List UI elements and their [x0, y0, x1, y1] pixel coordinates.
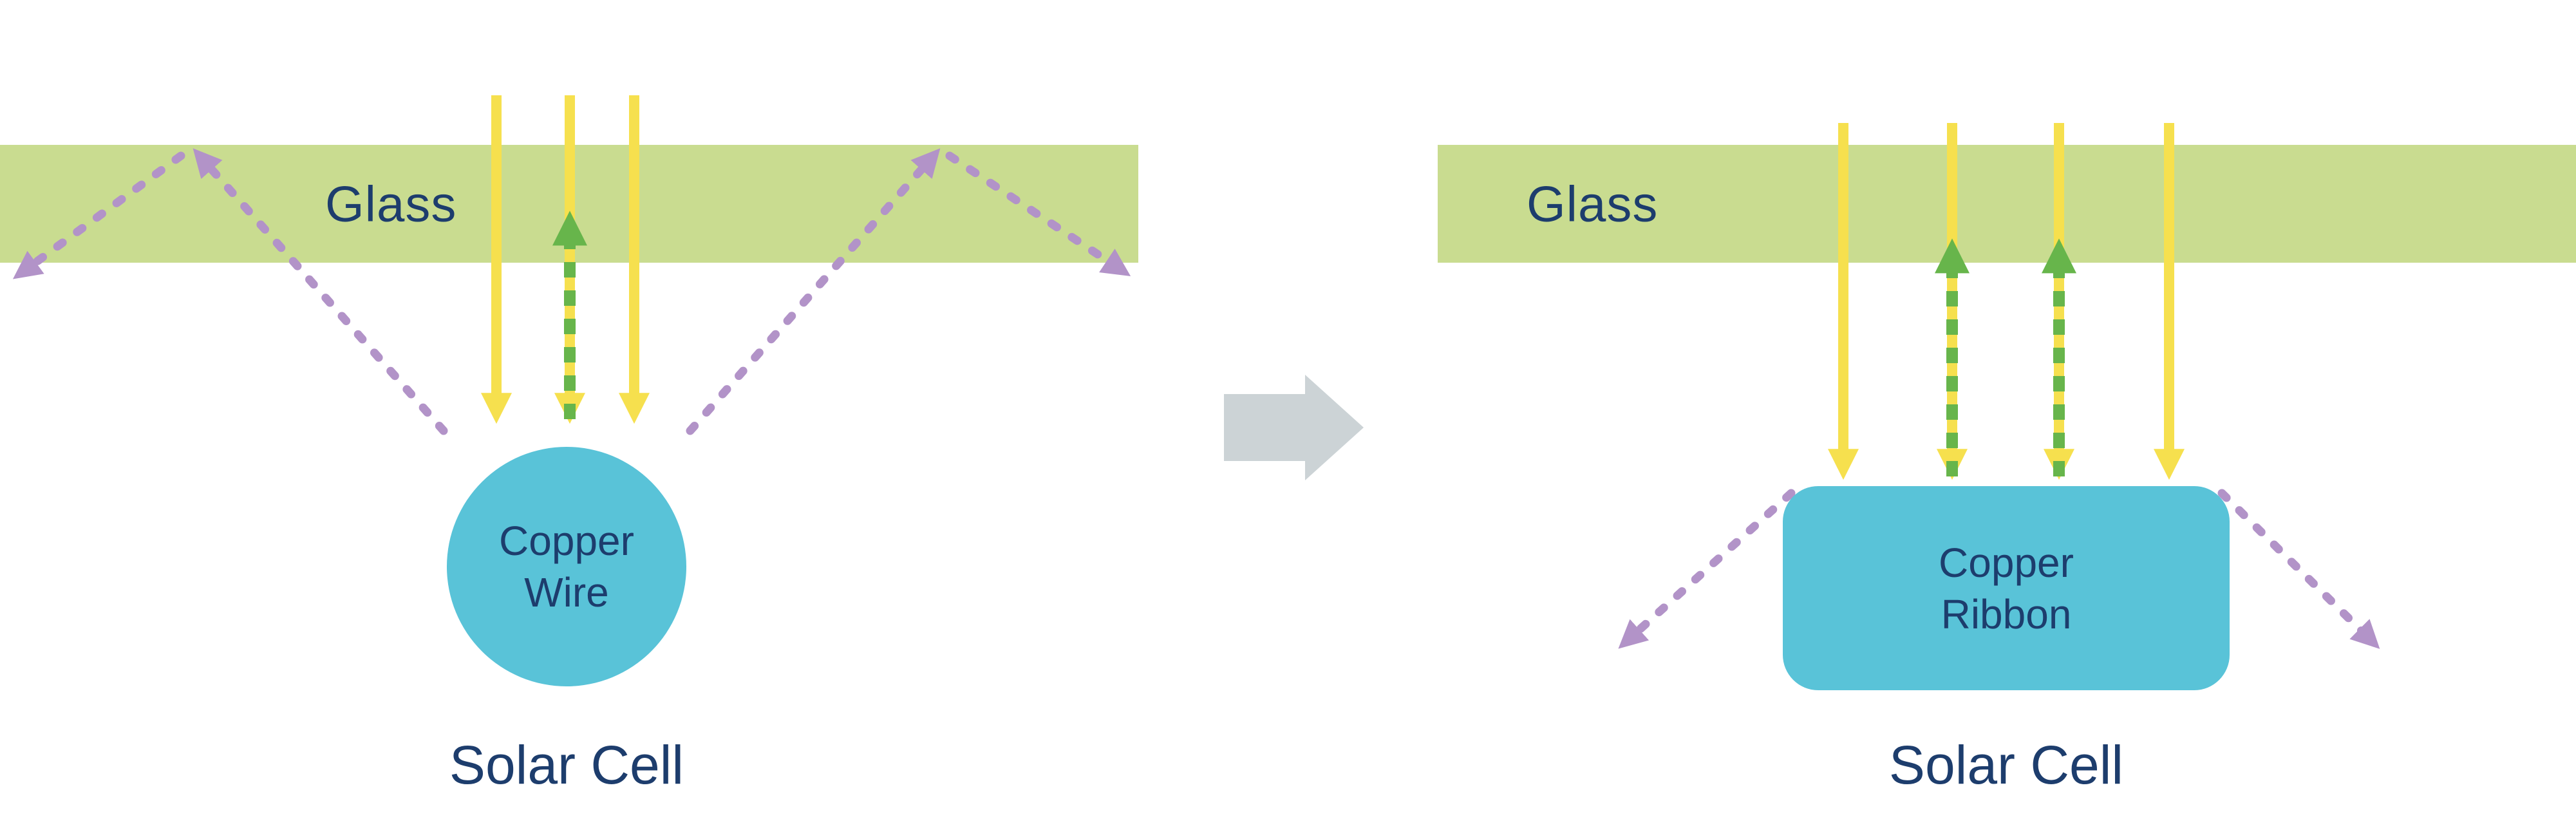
copper-wire-shape: Copper Wire — [447, 447, 686, 686]
incoming-light-arrows-right — [1828, 123, 2185, 480]
dashed-diagonal-arrow-icon — [2217, 489, 2380, 649]
dashed-diagonal-arrow-icon — [12, 151, 185, 279]
reflected-light-arrows-right — [1935, 238, 2076, 476]
glass-label-right: Glass — [1527, 175, 1659, 232]
dashed-diagonal-arrow-icon — [193, 148, 448, 435]
solar-cell-label-right: Solar Cell — [1888, 735, 2124, 795]
scattered-light-arrows-right — [1618, 489, 2380, 649]
glass-layer-right: Glass — [1438, 145, 2576, 263]
right-block-arrow-icon — [1224, 375, 1364, 480]
dashed-diagonal-arrow-icon — [686, 148, 941, 435]
glass-label-left: Glass — [325, 175, 457, 232]
dashed-diagonal-arrow-icon — [1618, 489, 1796, 649]
dashed-diagonal-arrow-icon — [945, 151, 1131, 277]
scattered-light-arrows-left — [12, 148, 1131, 435]
copper-ribbon-label: Copper Ribbon — [1939, 539, 2074, 637]
solar-cell-label-left: Solar Cell — [449, 735, 684, 795]
copper-ribbon-shape: Copper Ribbon — [1783, 486, 2230, 690]
copper-wire-label: Copper Wire — [499, 518, 634, 616]
